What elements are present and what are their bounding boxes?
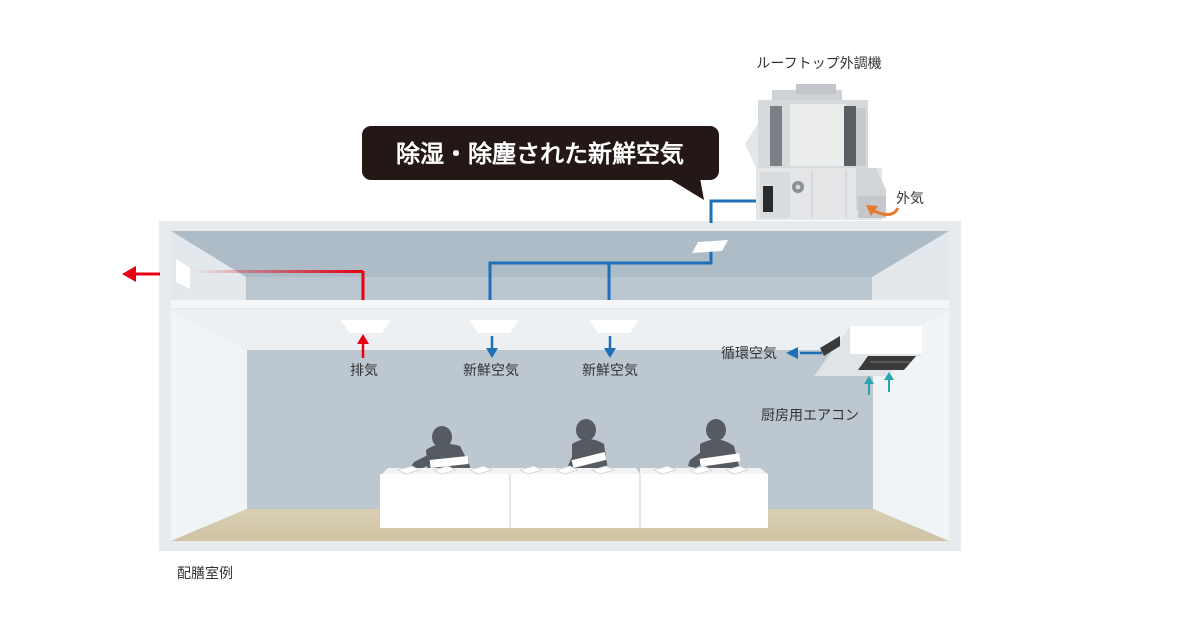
ceiling-plenum: [171, 231, 949, 308]
supply-outlet: [763, 186, 773, 212]
rooftop-unit-label: ルーフトップ外調機: [756, 56, 881, 72]
worker-1: [410, 426, 470, 474]
callout-bubble: [362, 126, 719, 200]
serving-counters: [380, 465, 768, 528]
circulation-label: 循環空気: [721, 346, 777, 362]
counter-2: [510, 474, 640, 528]
fresh-air-label-1: 新鮮空気: [463, 363, 519, 379]
kitchen-ac-unit: [814, 326, 922, 376]
kitchen-workers: [410, 419, 741, 474]
figure-caption: 配膳室例: [177, 565, 233, 582]
fresh-air-duct: [488, 199, 756, 300]
plenum-diffuser: [692, 240, 728, 253]
ac-intake-arrows: [868, 378, 890, 395]
kitchen-ac-label: 厨房用エアコン: [761, 408, 859, 424]
exhaust-grille: [340, 320, 390, 358]
outside-air-arrow: [866, 205, 900, 216]
worker-3: [688, 419, 741, 470]
circulation-arrow: [786, 347, 822, 359]
counter-1: [380, 474, 510, 528]
ceiling-diffusers: [340, 320, 638, 358]
outside-air-label: 外気: [896, 191, 924, 207]
exhaust-label: 排気: [350, 363, 378, 379]
exhaust-outlet: [176, 259, 190, 289]
fresh-air-label-2: 新鮮空気: [582, 363, 638, 379]
exhaust-duct: [122, 259, 365, 300]
fresh-air-diffuser-1: [470, 320, 518, 358]
fresh-air-diffuser-2: [590, 320, 638, 358]
exhaust-out-arrow: [122, 266, 136, 282]
callout-text: 除湿・除塵された新鮮空気: [396, 140, 684, 168]
rooftop-unit: [745, 84, 886, 220]
worker-2: [568, 419, 608, 470]
counter-3: [640, 474, 768, 528]
